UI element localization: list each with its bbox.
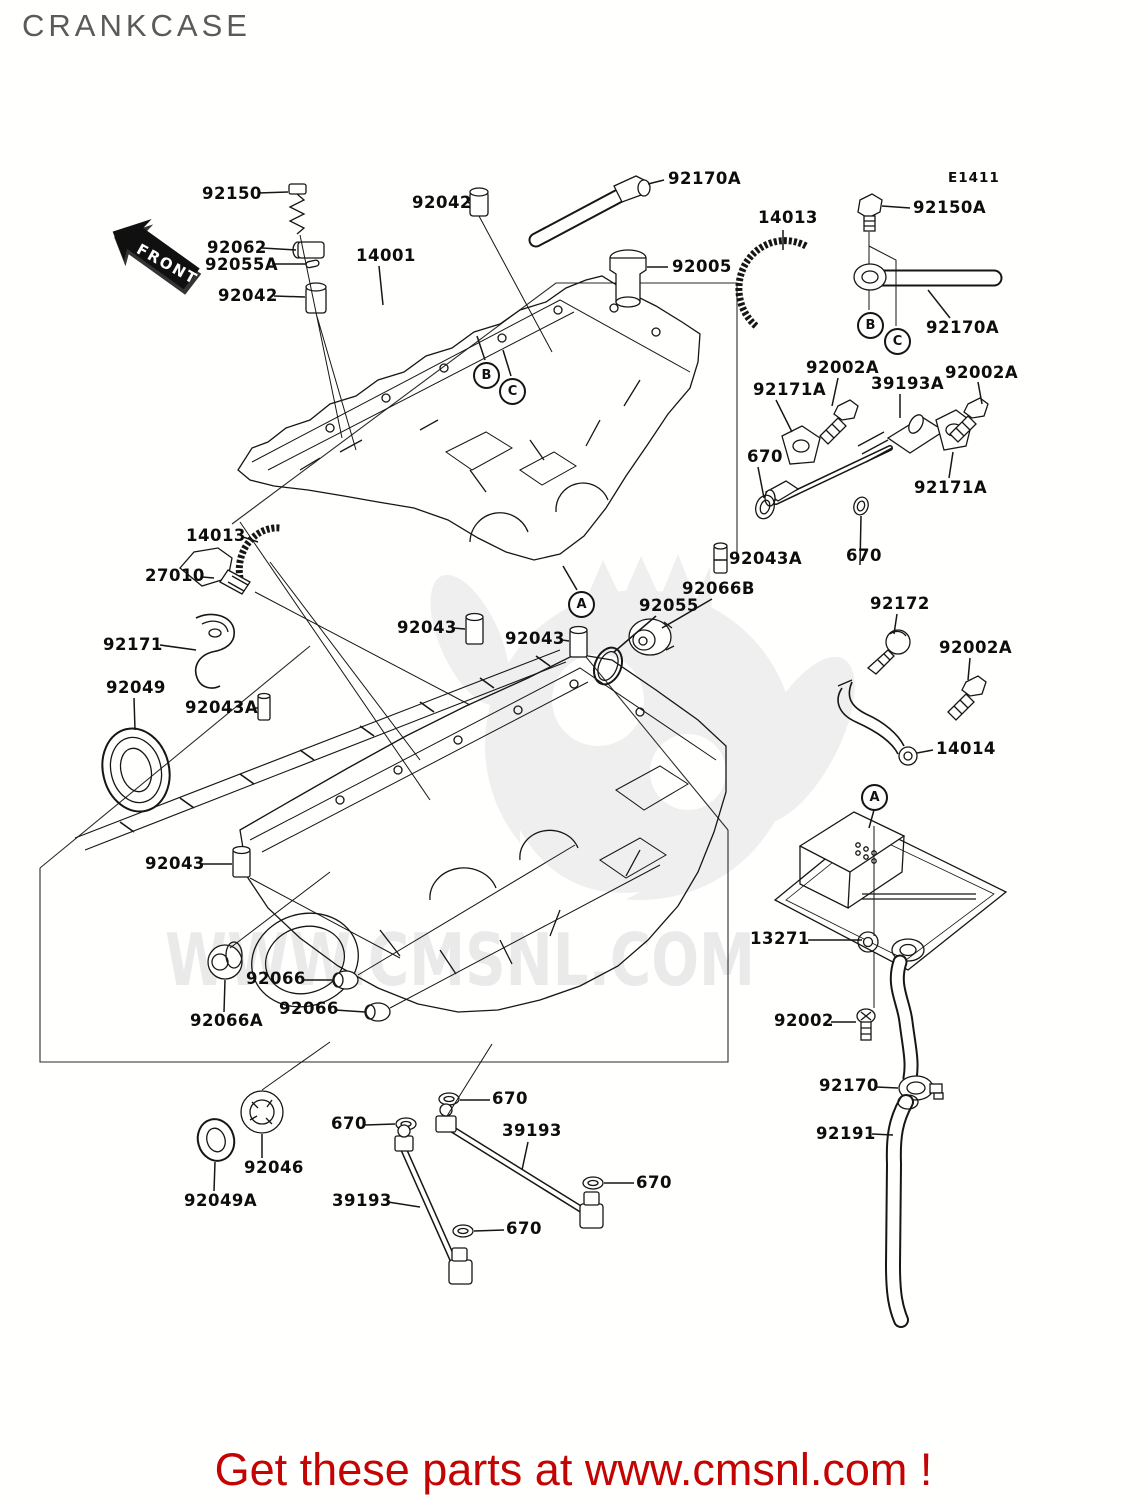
small-parts	[101, 175, 1008, 1328]
part-label-39193A: 39193A	[871, 374, 945, 393]
part-label-92066B: 92066B	[682, 579, 755, 598]
part-label-14013: 14013	[758, 208, 818, 227]
part-label-92066: 92066	[246, 969, 306, 988]
part-label-92172: 92172	[870, 594, 930, 613]
part-label-92002A: 92002A	[806, 358, 880, 377]
part-label-92066: 92066	[279, 999, 339, 1018]
balloon-marker-B: B	[473, 362, 500, 389]
part-label-670: 670	[846, 546, 882, 565]
part-label-92042: 92042	[412, 193, 472, 212]
part-label-92043A: 92043A	[185, 698, 259, 717]
front-arrow: FRONT	[112, 218, 202, 295]
part-label-92049A: 92049A	[184, 1191, 258, 1210]
part-label-670: 670	[331, 1114, 367, 1133]
part-label-92055A: 92055A	[205, 255, 279, 274]
banner-link[interactable]: Get these parts at www.cmsnl.com !	[214, 1444, 933, 1495]
part-label-92002A: 92002A	[945, 363, 1019, 382]
watermark-logo: WWW.CMSNL.COM	[165, 554, 855, 1002]
part-label-92150: 92150	[202, 184, 262, 203]
part-label-92005: 92005	[672, 257, 732, 276]
part-label-14013: 14013	[186, 526, 246, 545]
part-label-92062: 92062	[207, 238, 267, 257]
part-label-39193: 39193	[332, 1191, 392, 1210]
part-label-92002A: 92002A	[939, 638, 1013, 657]
part-label-92066A: 92066A	[190, 1011, 264, 1030]
part-label-E1411: E1411	[948, 170, 1000, 186]
leader-lines	[133, 179, 983, 1232]
watermark-text: WWW.CMSNL.COM	[165, 918, 755, 1002]
group-boxes	[39, 282, 738, 1063]
part-label-92043: 92043	[505, 629, 565, 648]
balloon-marker-A: A	[861, 784, 888, 811]
part-label-92043: 92043	[397, 618, 457, 637]
page-title: CRANKCASE	[22, 8, 251, 43]
balloon-marker-C: C	[499, 378, 526, 405]
part-label-27010: 27010	[145, 566, 205, 585]
part-label-92170A: 92170A	[668, 169, 742, 188]
part-label-670: 670	[636, 1173, 672, 1192]
part-label-92150A: 92150A	[913, 198, 987, 217]
part-label-13271: 13271	[750, 929, 810, 948]
part-label-92043: 92043	[145, 854, 205, 873]
part-label-670: 670	[492, 1089, 528, 1108]
part-label-92171A: 92171A	[753, 380, 827, 399]
part-label-92042: 92042	[218, 286, 278, 305]
part-label-92170: 92170	[819, 1076, 879, 1095]
part-label-92055: 92055	[639, 596, 699, 615]
part-label-92191: 92191	[816, 1124, 876, 1143]
part-label-92002: 92002	[774, 1011, 834, 1030]
part-label-92171A: 92171A	[914, 478, 988, 497]
part-label-92046: 92046	[244, 1158, 304, 1177]
part-label-14001: 14001	[356, 246, 416, 265]
part-label-39193: 39193	[502, 1121, 562, 1140]
upper-crankcase-14001	[237, 275, 701, 561]
part-label-670: 670	[506, 1219, 542, 1238]
part-label-14014: 14014	[936, 739, 996, 758]
part-label-92170A: 92170A	[926, 318, 1000, 337]
part-label-92049: 92049	[106, 678, 166, 697]
balloon-marker-C: C	[884, 328, 911, 355]
part-label-670: 670	[747, 447, 783, 466]
balloon-marker-A: A	[568, 591, 595, 618]
balloon-marker-B: B	[857, 312, 884, 339]
part-label-92171: 92171	[103, 635, 163, 654]
part-label-92043A: 92043A	[729, 549, 803, 568]
